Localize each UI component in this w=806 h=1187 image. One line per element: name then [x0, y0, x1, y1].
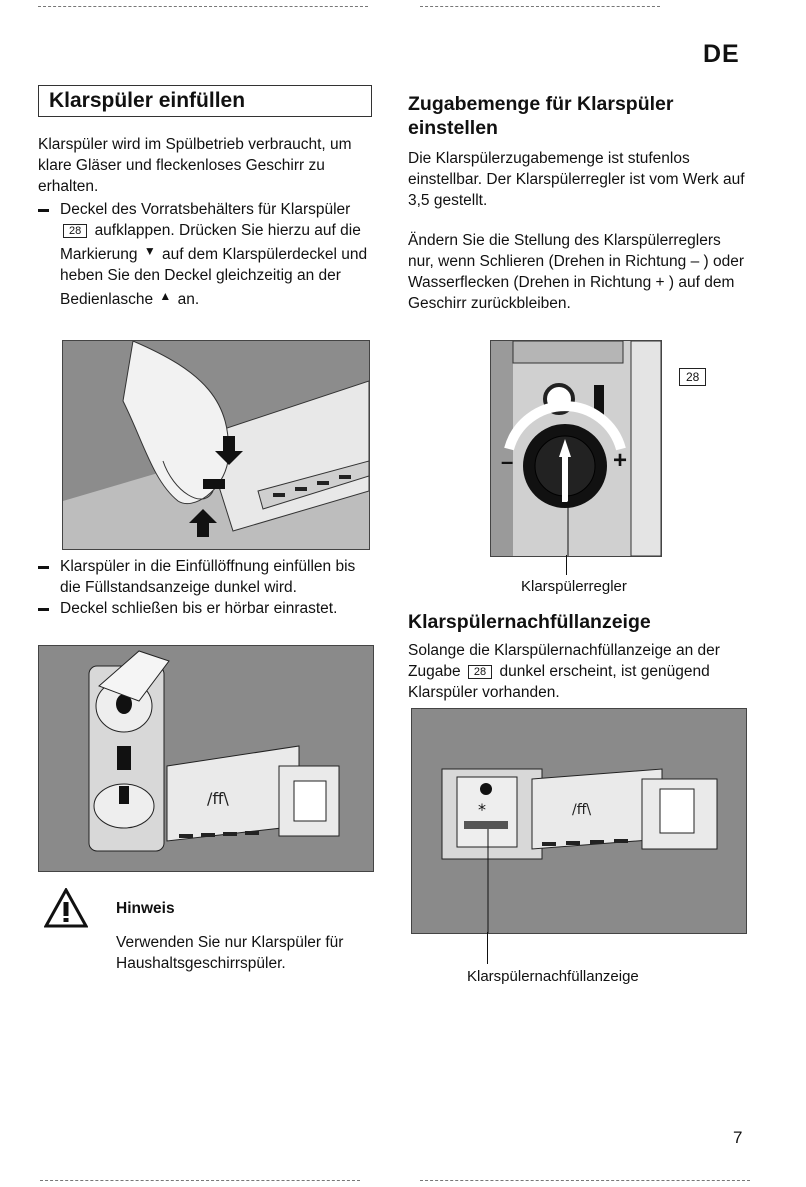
section-title-fill-rinse-aid: Klarspüler einfüllen	[38, 85, 372, 117]
step-close-lid: Deckel schließen bis er hörbar einrastet…	[38, 598, 372, 619]
top-rule-right	[420, 6, 660, 7]
step-fill-rinse-aid: Klarspüler in die Einfüllöffnung einfüll…	[38, 556, 372, 598]
step-open-lid: Deckel des Vorratsbehälters für Klarspül…	[38, 199, 372, 310]
refill-text-b: dunkel erscheint, ist genügend Klarspüle…	[408, 663, 710, 701]
figure-ref-box: 28	[467, 665, 493, 679]
adjust-paragraph: Ändern Sie die Stellung des Klarspülerre…	[408, 232, 745, 312]
heading-refill-indicator: Klarspülernachfüllanzeige	[408, 611, 651, 633]
step-list-1: Deckel des Vorratsbehälters für Klarspül…	[38, 199, 372, 310]
arrow-down-icon: ▼	[143, 244, 156, 258]
step-open-lid-text-c: auf dem Klarspülerdeckel und heben Sie d…	[60, 246, 368, 308]
step-open-lid-text-a: Deckel des Vorratsbehälters für Klarspül…	[60, 201, 351, 218]
arrow-up-icon: ▲	[159, 289, 172, 303]
warning-triangle-icon	[43, 886, 89, 933]
bottom-rule-left	[40, 1180, 360, 1181]
svg-text:/ff\: /ff\	[207, 789, 229, 808]
svg-text:/ff\: /ff\	[572, 802, 591, 818]
step-open-lid-text-b: aufklappen. Drücken Sie hierzu auf die M…	[60, 222, 361, 263]
caption-leader-line	[487, 932, 488, 964]
step-list-2: Klarspüler in die Einfüllöffnung einfüll…	[38, 556, 372, 619]
language-tag: DE	[703, 40, 740, 68]
caption-dosage-dial: Klarspülerregler	[521, 578, 627, 595]
figure-open-lid	[62, 340, 370, 550]
refill-paragraph: Solange die Klarspülernachfüllanzeige an…	[408, 640, 748, 703]
caption-leader-line	[566, 555, 567, 575]
intro-paragraph: Klarspüler wird im Spülbetrieb verbrauch…	[38, 136, 352, 195]
dosage-paragraph: Die Klarspülerzugabemenge ist stufenlos …	[408, 150, 745, 209]
figure-refill-indicator: * /ff\	[411, 708, 747, 934]
figure-ref-box: 28	[63, 224, 88, 238]
page-number: 7	[733, 1128, 743, 1147]
figure-ref-box: 28	[679, 368, 707, 386]
dial-minus-label: –	[501, 449, 514, 474]
figure-pour-rinse-aid: /ff\	[38, 645, 374, 872]
bottom-rule-right	[420, 1180, 750, 1181]
note-title: Hinweis	[116, 900, 175, 917]
heading-set-dosage: Zugabemenge für Klarspüler einstellen	[408, 93, 674, 139]
top-rule-left	[38, 6, 368, 7]
svg-text:*: *	[478, 800, 486, 819]
note-text: Verwenden Sie nur Klarspüler für Haushal…	[116, 934, 344, 972]
figure-dosage-dial: – +	[490, 340, 662, 557]
step-open-lid-text-d: an.	[177, 291, 200, 308]
dial-plus-label: +	[613, 447, 628, 474]
refill-text-a: Solange die Klarspülernachfüllanzeige an…	[408, 642, 720, 680]
caption-refill-indicator: Klarspülernachfüllanzeige	[467, 968, 639, 985]
